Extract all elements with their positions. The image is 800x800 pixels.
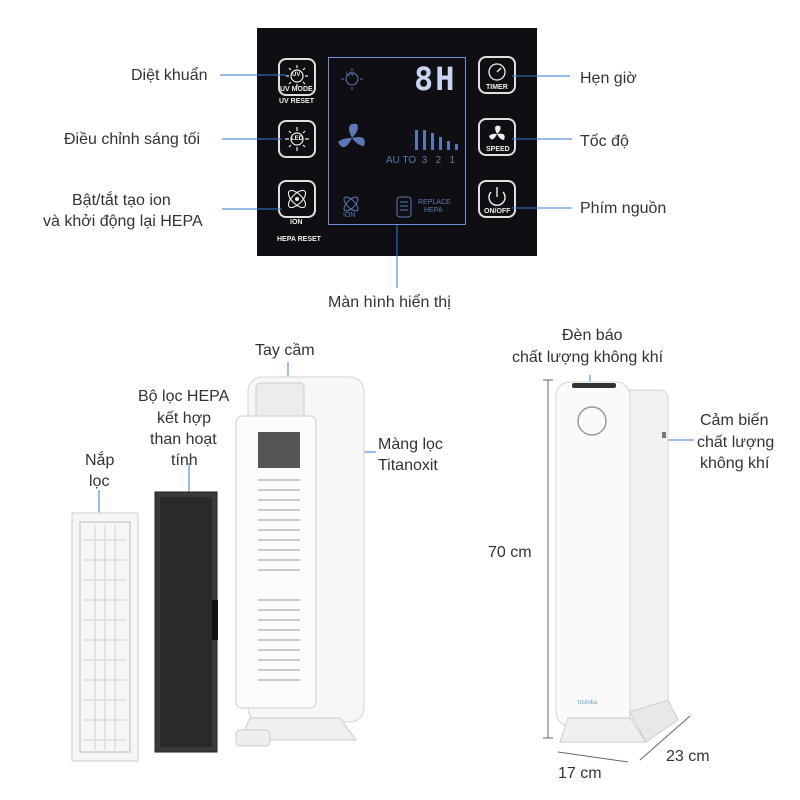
display-uv-icon <box>341 68 363 90</box>
display-ion-text: ION <box>343 212 356 219</box>
hepa-callout-3: than hoạt <box>150 431 217 448</box>
height-dimension: 70 cm <box>488 544 532 561</box>
replace-label: REPLACE <box>418 199 451 206</box>
cover-callout-2: lọc <box>89 473 110 490</box>
speed-levels: AU TO 3 2 1 <box>386 155 456 166</box>
sensor-callout-3: không khí <box>700 455 770 472</box>
speed-button[interactable]: SPEED <box>478 118 516 156</box>
onoff-label: ON/OFF <box>484 208 511 215</box>
uv-reset-label: UV RESET <box>279 98 315 105</box>
hepa-display-label: HEPA <box>424 207 443 214</box>
hepa-callout-2: kết hợp <box>157 410 212 427</box>
timer-digits: 8H <box>414 60 457 98</box>
ion-callout-1: Bật/tắt tạo ion <box>72 192 171 209</box>
uv-callout: Diệt khuẩn <box>131 67 208 84</box>
timer-label: TIMER <box>486 84 508 91</box>
uv-mode-label: UV MODE <box>280 86 313 93</box>
cover-callout-1: Nắp <box>85 452 115 469</box>
sensor-callout-1: Cảm biến <box>700 412 769 429</box>
power-callout: Phím nguồn <box>580 200 667 217</box>
uv-sun-icon <box>286 65 308 87</box>
display-screen <box>328 57 466 225</box>
led-sun-icon <box>285 127 309 151</box>
titan-callout-1: Màng lọc <box>378 436 443 453</box>
display-uv-text: UV <box>346 72 355 78</box>
control-panel <box>257 28 537 256</box>
titan-callout-2: Titanoxit <box>378 457 438 474</box>
ion-button[interactable] <box>278 180 316 218</box>
clock-icon <box>488 63 506 81</box>
hepa-callout-1: Bộ lọc HEPA <box>138 388 230 405</box>
timer-callout: Hẹn giờ <box>580 70 637 87</box>
hepa-callout-4: tính <box>171 452 198 469</box>
ion-callout-2: và khởi động lại HEPA <box>43 213 203 230</box>
width-dimension: 17 cm <box>558 765 602 782</box>
power-icon <box>488 187 506 206</box>
handle-callout: Tay cầm <box>255 342 315 359</box>
filter-icon <box>396 196 412 218</box>
ion-label: ION <box>290 219 303 226</box>
uv-mode-button[interactable]: UV <box>278 58 316 96</box>
speed-callout: Tốc độ <box>580 133 629 150</box>
display-ion-icon <box>343 196 359 212</box>
aq-light-callout-2: chất lượng không khí <box>512 349 664 366</box>
uv-badge: UV <box>292 72 301 78</box>
sensor-callout-2: chất lượng <box>697 434 775 451</box>
display-fan-icon <box>338 123 365 148</box>
aq-light-callout-1: Đèn báo <box>562 327 623 344</box>
filter-cover <box>71 512 139 762</box>
speed-bars-icon <box>415 130 458 150</box>
depth-dimension: 23 cm <box>666 748 710 765</box>
purifier-open-body <box>235 376 365 747</box>
brand-logo: toshiba <box>578 700 598 706</box>
led-badge: LED <box>291 136 303 142</box>
fan-icon <box>489 125 505 140</box>
speed-label: SPEED <box>486 146 510 153</box>
timer-button[interactable]: TIMER <box>478 56 516 94</box>
hepa-carbon-filter <box>154 491 218 753</box>
power-button[interactable]: ON/OFF <box>478 180 516 218</box>
light-callout: Điều chỉnh sáng tối <box>64 131 201 148</box>
atom-icon <box>287 189 307 209</box>
hepa-reset-label: HEPA RESET <box>277 236 321 243</box>
display-callout: Màn hình hiển thị <box>328 294 451 311</box>
purifier-front <box>555 381 679 743</box>
